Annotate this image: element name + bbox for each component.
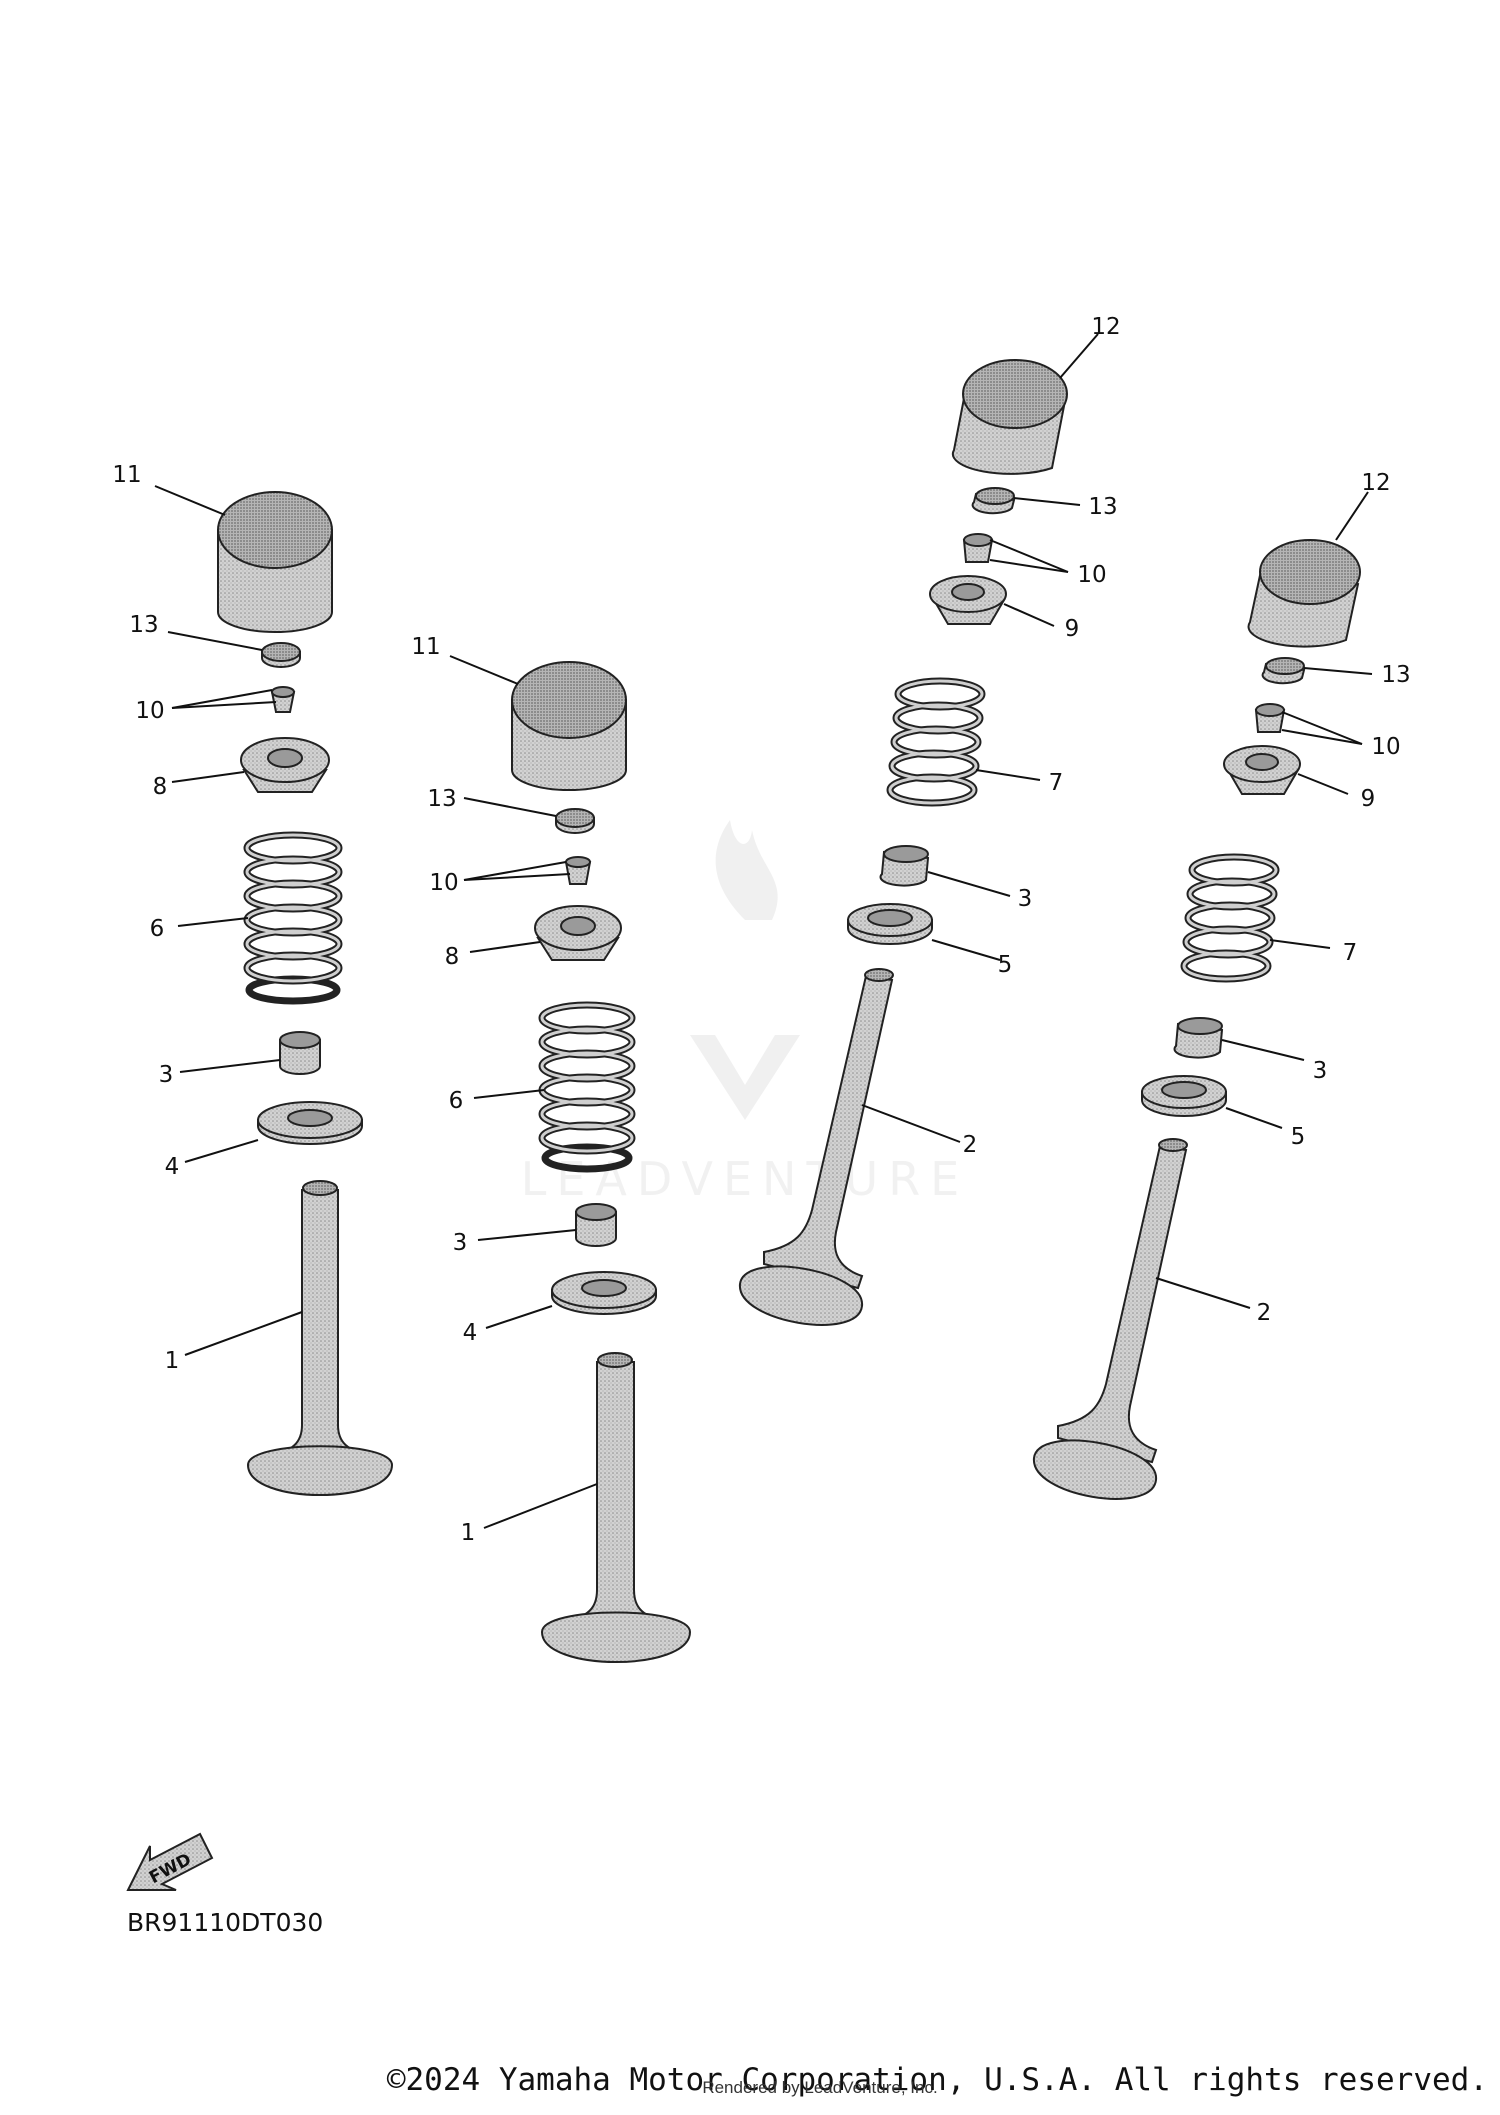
callout-label: 10 — [1077, 562, 1106, 588]
valve-lifter-11 — [217, 491, 333, 633]
valve-cotter-10 — [564, 856, 592, 885]
callout-label: 12 — [1361, 470, 1390, 496]
drawing-code: BR91110DT030 — [127, 1908, 324, 1937]
callout-label: 5 — [998, 952, 1013, 978]
callout-label: 1 — [165, 1348, 180, 1374]
valve-spring-7-body — [1182, 855, 1278, 981]
callout-label: 10 — [429, 870, 458, 896]
spring-retainer-8 — [240, 737, 330, 793]
callout-label: 4 — [165, 1154, 180, 1180]
valve-cotter-10 — [962, 533, 994, 563]
callout-label: 6 — [449, 1088, 464, 1114]
callout-label: 2 — [1257, 1300, 1272, 1326]
copyright-notice: ©2024 Yamaha Motor Corporation, U.S.A. A… — [386, 2062, 1488, 2098]
callout-label: 8 — [153, 774, 168, 800]
valve-group-c: 12 13 10 9 7 3 5 2 — [738, 314, 1121, 1326]
valve-lifter-11 — [511, 661, 627, 791]
watermark-text: LEADVENTURE — [521, 1152, 970, 1206]
valve-shim-13 — [1261, 657, 1306, 685]
callout-label: 7 — [1343, 940, 1358, 966]
spring-seat-4 — [257, 1101, 363, 1145]
callouts-d: 12 13 10 9 7 3 5 2 — [1155, 470, 1411, 1326]
valve-shim-13 — [555, 808, 595, 834]
callout-label: 10 — [1371, 734, 1400, 760]
valve-stem-seal-3 — [1173, 1017, 1224, 1059]
callout-label: 10 — [135, 698, 164, 724]
valve-stem-seal-3 — [879, 845, 930, 887]
valve-shim-13 — [971, 487, 1016, 515]
fwd-arrow-icon: FWD — [126, 1832, 214, 1891]
spring-retainer-9 — [929, 575, 1007, 625]
spring-seat-5 — [1141, 1075, 1227, 1117]
exhaust-valve-2 — [738, 968, 894, 1326]
valve-stem-seal-3 — [575, 1203, 617, 1247]
rendered-by-wrapper: Rendered by LeadVenture, Inc. — [0, 2078, 1500, 2098]
callout-label: 13 — [1088, 494, 1117, 520]
callout-label: 13 — [1381, 662, 1410, 688]
callouts-a: 11 13 10 8 6 3 4 1 — [112, 462, 303, 1374]
callout-label: 9 — [1065, 616, 1080, 642]
callout-label: 8 — [445, 944, 460, 970]
valve-cotter-10 — [1254, 703, 1286, 733]
spring-seat-4 — [551, 1271, 657, 1315]
callout-label: 1 — [461, 1520, 476, 1546]
callout-label: 4 — [463, 1320, 478, 1346]
spring-retainer-8 — [534, 905, 622, 961]
callout-label: 11 — [411, 634, 440, 660]
watermark: LEADVENTURE — [521, 820, 970, 1206]
spring-retainer-9 — [1223, 745, 1301, 795]
valve-lifter-12 — [1247, 539, 1361, 648]
callout-label: 13 — [427, 786, 456, 812]
callout-label: 3 — [1313, 1058, 1328, 1084]
callout-label: 5 — [1291, 1124, 1306, 1150]
exhaust-valve-2 — [1032, 1138, 1188, 1500]
spring-seat-5 — [847, 903, 933, 945]
callout-label: 13 — [129, 612, 158, 638]
valve-shim-13 — [261, 642, 301, 668]
valve-cotter-10 — [270, 686, 296, 713]
valve-lifter-12 — [951, 359, 1068, 475]
callout-label: 9 — [1361, 786, 1376, 812]
callouts-c: 12 13 10 9 7 3 5 2 — [861, 314, 1121, 1158]
intake-valve-1 — [246, 1180, 394, 1496]
callout-label: 12 — [1091, 314, 1120, 340]
callout-label: 3 — [159, 1062, 174, 1088]
callout-label: 3 — [1018, 886, 1033, 912]
callout-label: 6 — [150, 916, 165, 942]
rendered-by-notice: Rendered by LeadVenture, Inc. — [702, 2078, 938, 2097]
valve-spring-7-body — [888, 679, 984, 805]
valve-stem-seal-3 — [279, 1031, 321, 1075]
callout-label: 3 — [453, 1230, 468, 1256]
callout-label: 2 — [963, 1132, 978, 1158]
valve-spring-6-body — [245, 833, 341, 983]
callout-label: 7 — [1049, 770, 1064, 796]
callout-label: 11 — [112, 462, 141, 488]
intake-valve-1 — [540, 1352, 692, 1663]
callouts-b: 11 13 10 8 6 3 4 1 — [411, 634, 598, 1546]
valve-group-a: 11 13 10 8 6 3 4 1 — [112, 462, 394, 1496]
valve-group-b: 11 13 10 8 6 3 4 1 — [411, 634, 692, 1663]
valve-group-d: 12 13 10 9 7 3 5 2 — [1032, 470, 1411, 1500]
